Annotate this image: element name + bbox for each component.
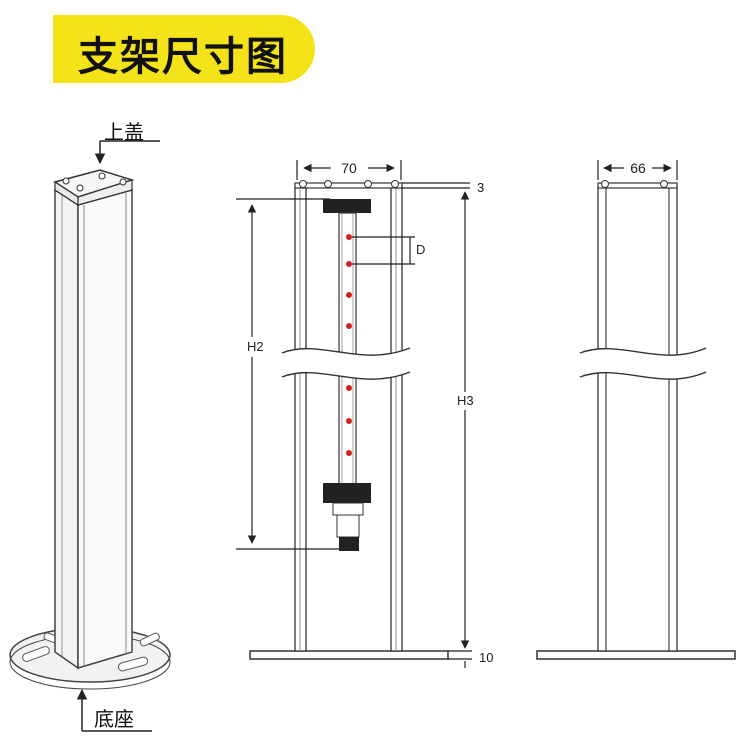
dim-d-label: D	[416, 242, 425, 257]
bracket-3d-view	[9, 140, 171, 732]
top-cover-label: 上盖	[104, 120, 144, 144]
bracket-front-view: 70 3 H3 10 H2 D	[236, 160, 493, 668]
led-dot	[346, 234, 352, 240]
dim-10-label: 10	[479, 650, 493, 665]
side-break-top	[579, 347, 707, 356]
sensor-body	[338, 212, 357, 489]
bracket-side-view: 66	[536, 160, 736, 660]
dim-70-label: 70	[341, 160, 357, 176]
sensor-bottom-block	[323, 483, 371, 503]
break-line-bottom	[281, 371, 411, 380]
led-dot	[346, 292, 352, 298]
connector-nut	[332, 502, 364, 516]
side-base-plate	[536, 650, 736, 660]
led-dot	[346, 418, 352, 424]
led-dot	[346, 261, 352, 267]
page-title: 支架尺寸图	[78, 34, 288, 80]
led-dot	[346, 385, 352, 391]
dim-66-label: 66	[630, 160, 646, 176]
base-slot	[139, 632, 160, 647]
side-pillar	[597, 186, 678, 652]
dim-h3-label: H3	[457, 393, 474, 408]
sensor-top-block	[323, 199, 371, 213]
led-dot	[346, 323, 352, 329]
led-dot	[346, 450, 352, 456]
connector-plug	[339, 537, 359, 551]
dim-h2-label: H2	[247, 339, 264, 354]
front-top-cap	[294, 182, 403, 189]
left-rail	[294, 186, 307, 652]
break-mask	[282, 348, 410, 380]
connector-body	[336, 514, 360, 538]
side-top-cap	[597, 182, 678, 189]
break-line-top	[281, 347, 411, 356]
title-badge	[53, 15, 315, 83]
pillar-left-face	[54, 188, 79, 670]
side-break-bottom	[579, 371, 707, 380]
base-slot	[22, 646, 50, 662]
base-label: 底座	[94, 707, 134, 731]
base-slot	[117, 656, 149, 672]
dim-3-label: 3	[477, 180, 484, 195]
pillar-right-face	[77, 189, 133, 670]
front-base-plate	[249, 650, 449, 660]
right-rail	[390, 186, 403, 652]
